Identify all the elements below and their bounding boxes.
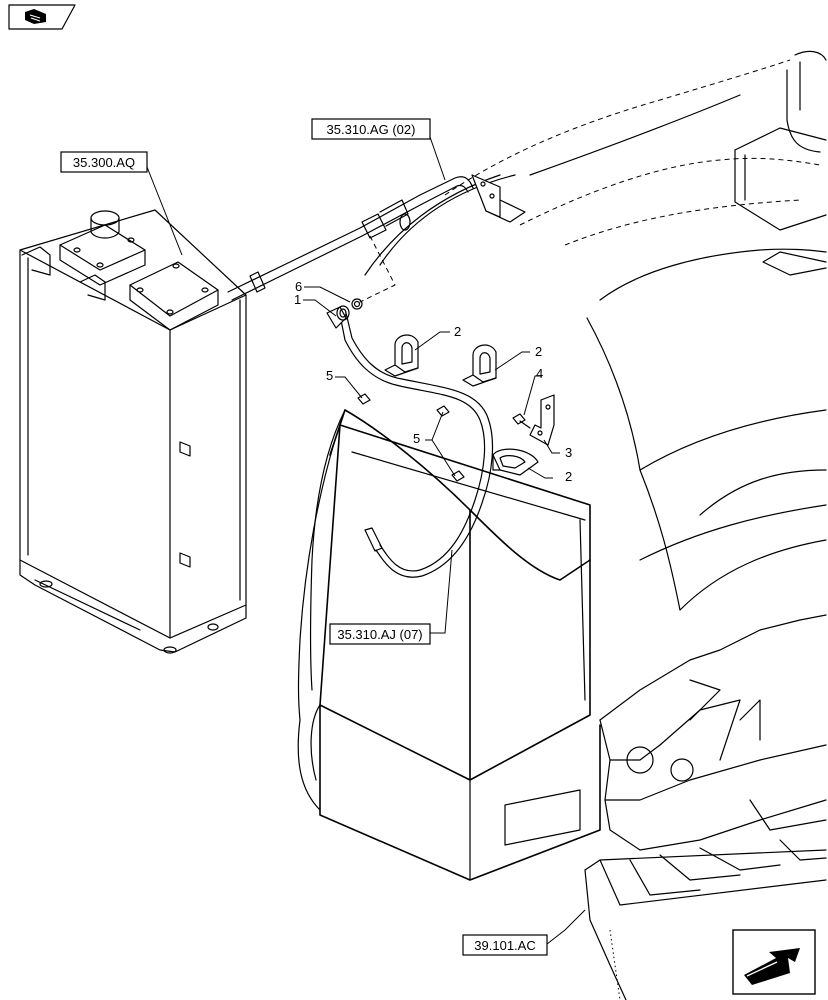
callout-2c: 2 xyxy=(565,469,572,484)
callout-3: 3 xyxy=(565,445,572,460)
svg-text:35.310.AG (02): 35.310.AG (02) xyxy=(327,122,416,137)
upper-hose xyxy=(227,174,526,303)
bolt-4 xyxy=(512,413,531,429)
lower-hose xyxy=(339,312,494,578)
o-ring xyxy=(351,298,363,310)
svg-text:35.300.AQ: 35.300.AQ xyxy=(73,155,135,170)
callout-2a: 2 xyxy=(454,324,461,339)
svg-text:35.310.AJ (07): 35.310.AJ (07) xyxy=(337,627,422,642)
callout-4: 4 xyxy=(536,366,543,381)
bolt-5c xyxy=(451,470,465,482)
callout-2b: 2 xyxy=(535,344,542,359)
hose-clamp-c xyxy=(492,448,539,476)
machine-body-outline xyxy=(297,50,827,1000)
hose-clamp-a xyxy=(384,334,419,377)
svg-text:39.101.AC: 39.101.AC xyxy=(474,938,535,953)
elbow-fitting xyxy=(326,305,350,329)
callout-5a: 5 xyxy=(326,368,333,383)
hose-clamp-b xyxy=(462,344,497,387)
callout-6: 6 xyxy=(295,279,302,294)
book-icon[interactable] xyxy=(8,4,76,30)
callout-1: 1 xyxy=(294,292,301,307)
next-page-arrow-icon[interactable] xyxy=(732,929,816,995)
mounting-bracket xyxy=(529,394,555,446)
ref-hose-lower[interactable]: 35.310.AJ (07) xyxy=(329,623,431,645)
hydraulic-tank xyxy=(19,209,247,654)
ref-chassis[interactable]: 39.101.AC xyxy=(462,934,548,956)
bolt-5b xyxy=(436,405,450,417)
ref-hyd-tank[interactable]: 35.300.AQ xyxy=(60,151,148,173)
ref-hose-upper[interactable]: 35.310.AG (02) xyxy=(311,118,431,140)
callout-5b: 5 xyxy=(413,431,420,446)
